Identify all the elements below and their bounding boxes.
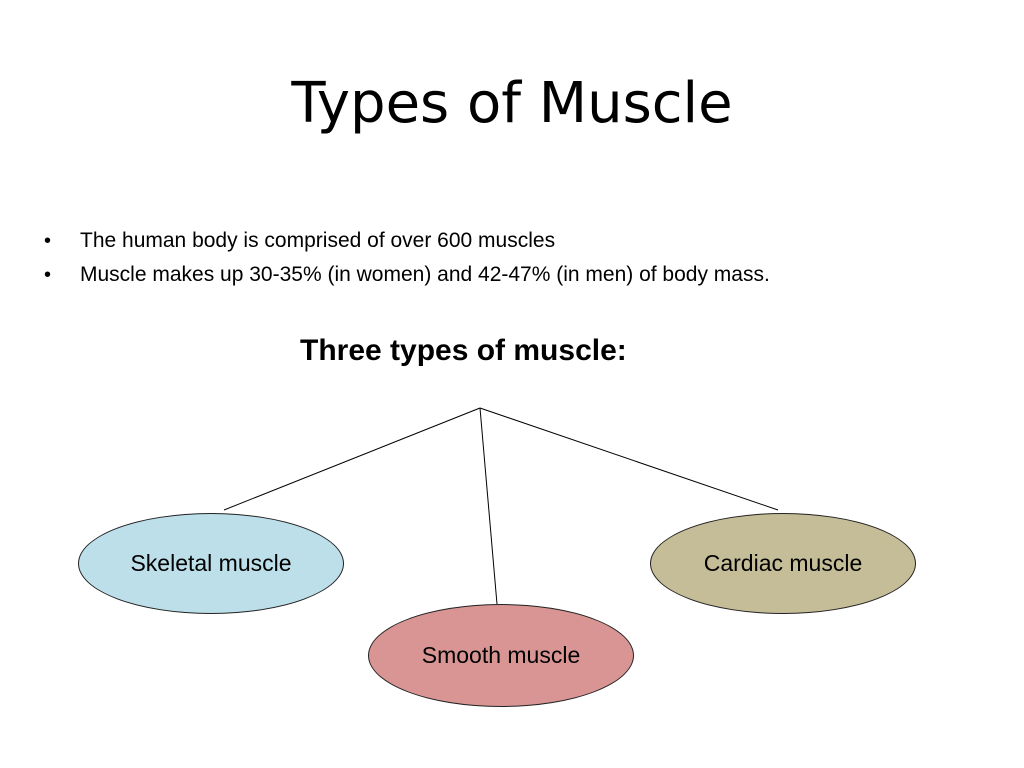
connector-line-skeletal [223, 407, 481, 511]
slide-title: Types of Muscle [291, 71, 733, 136]
node-label: Cardiac muscle [703, 550, 863, 576]
bullet-list: • The human body is comprised of over 60… [44, 224, 770, 292]
node-smooth-muscle: Smooth muscle [368, 604, 634, 707]
bullet-item: • The human body is comprised of over 60… [44, 224, 770, 258]
node-label: Smooth muscle [421, 642, 581, 668]
node-cardiac-muscle: Cardiac muscle [650, 513, 916, 614]
bullet-marker: • [44, 230, 52, 252]
node-label: Skeletal muscle [130, 550, 292, 576]
connector-line-smooth [479, 407, 498, 605]
bullet-item: • Muscle makes up 30-35% (in women) and … [44, 258, 770, 292]
diagram-heading: Three types of muscle: [300, 334, 627, 367]
node-skeletal-muscle: Skeletal muscle [78, 513, 344, 614]
bullet-marker: • [44, 264, 52, 286]
bullet-text: Muscle makes up 30-35% (in women) and 42… [80, 263, 770, 286]
connector-line-cardiac [479, 407, 779, 511]
bullet-text: The human body is comprised of over 600 … [80, 229, 556, 252]
